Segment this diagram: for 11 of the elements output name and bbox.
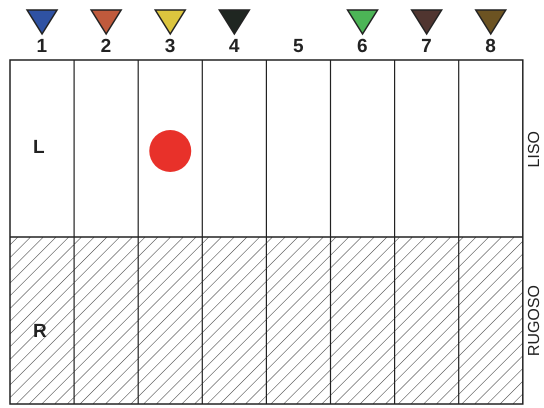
column-number: 1 (36, 37, 48, 57)
row-letter: L (33, 138, 45, 158)
column-number: 5 (292, 37, 304, 57)
row-label: LISO (527, 130, 543, 167)
column-number: 6 (357, 37, 368, 57)
column-number: 7 (421, 37, 432, 57)
column-number: 8 (485, 37, 496, 57)
column-number: 4 (228, 37, 240, 57)
row-label: RUGOSO (527, 285, 543, 356)
column-number: 3 (164, 37, 176, 57)
column-number: 2 (100, 37, 112, 57)
